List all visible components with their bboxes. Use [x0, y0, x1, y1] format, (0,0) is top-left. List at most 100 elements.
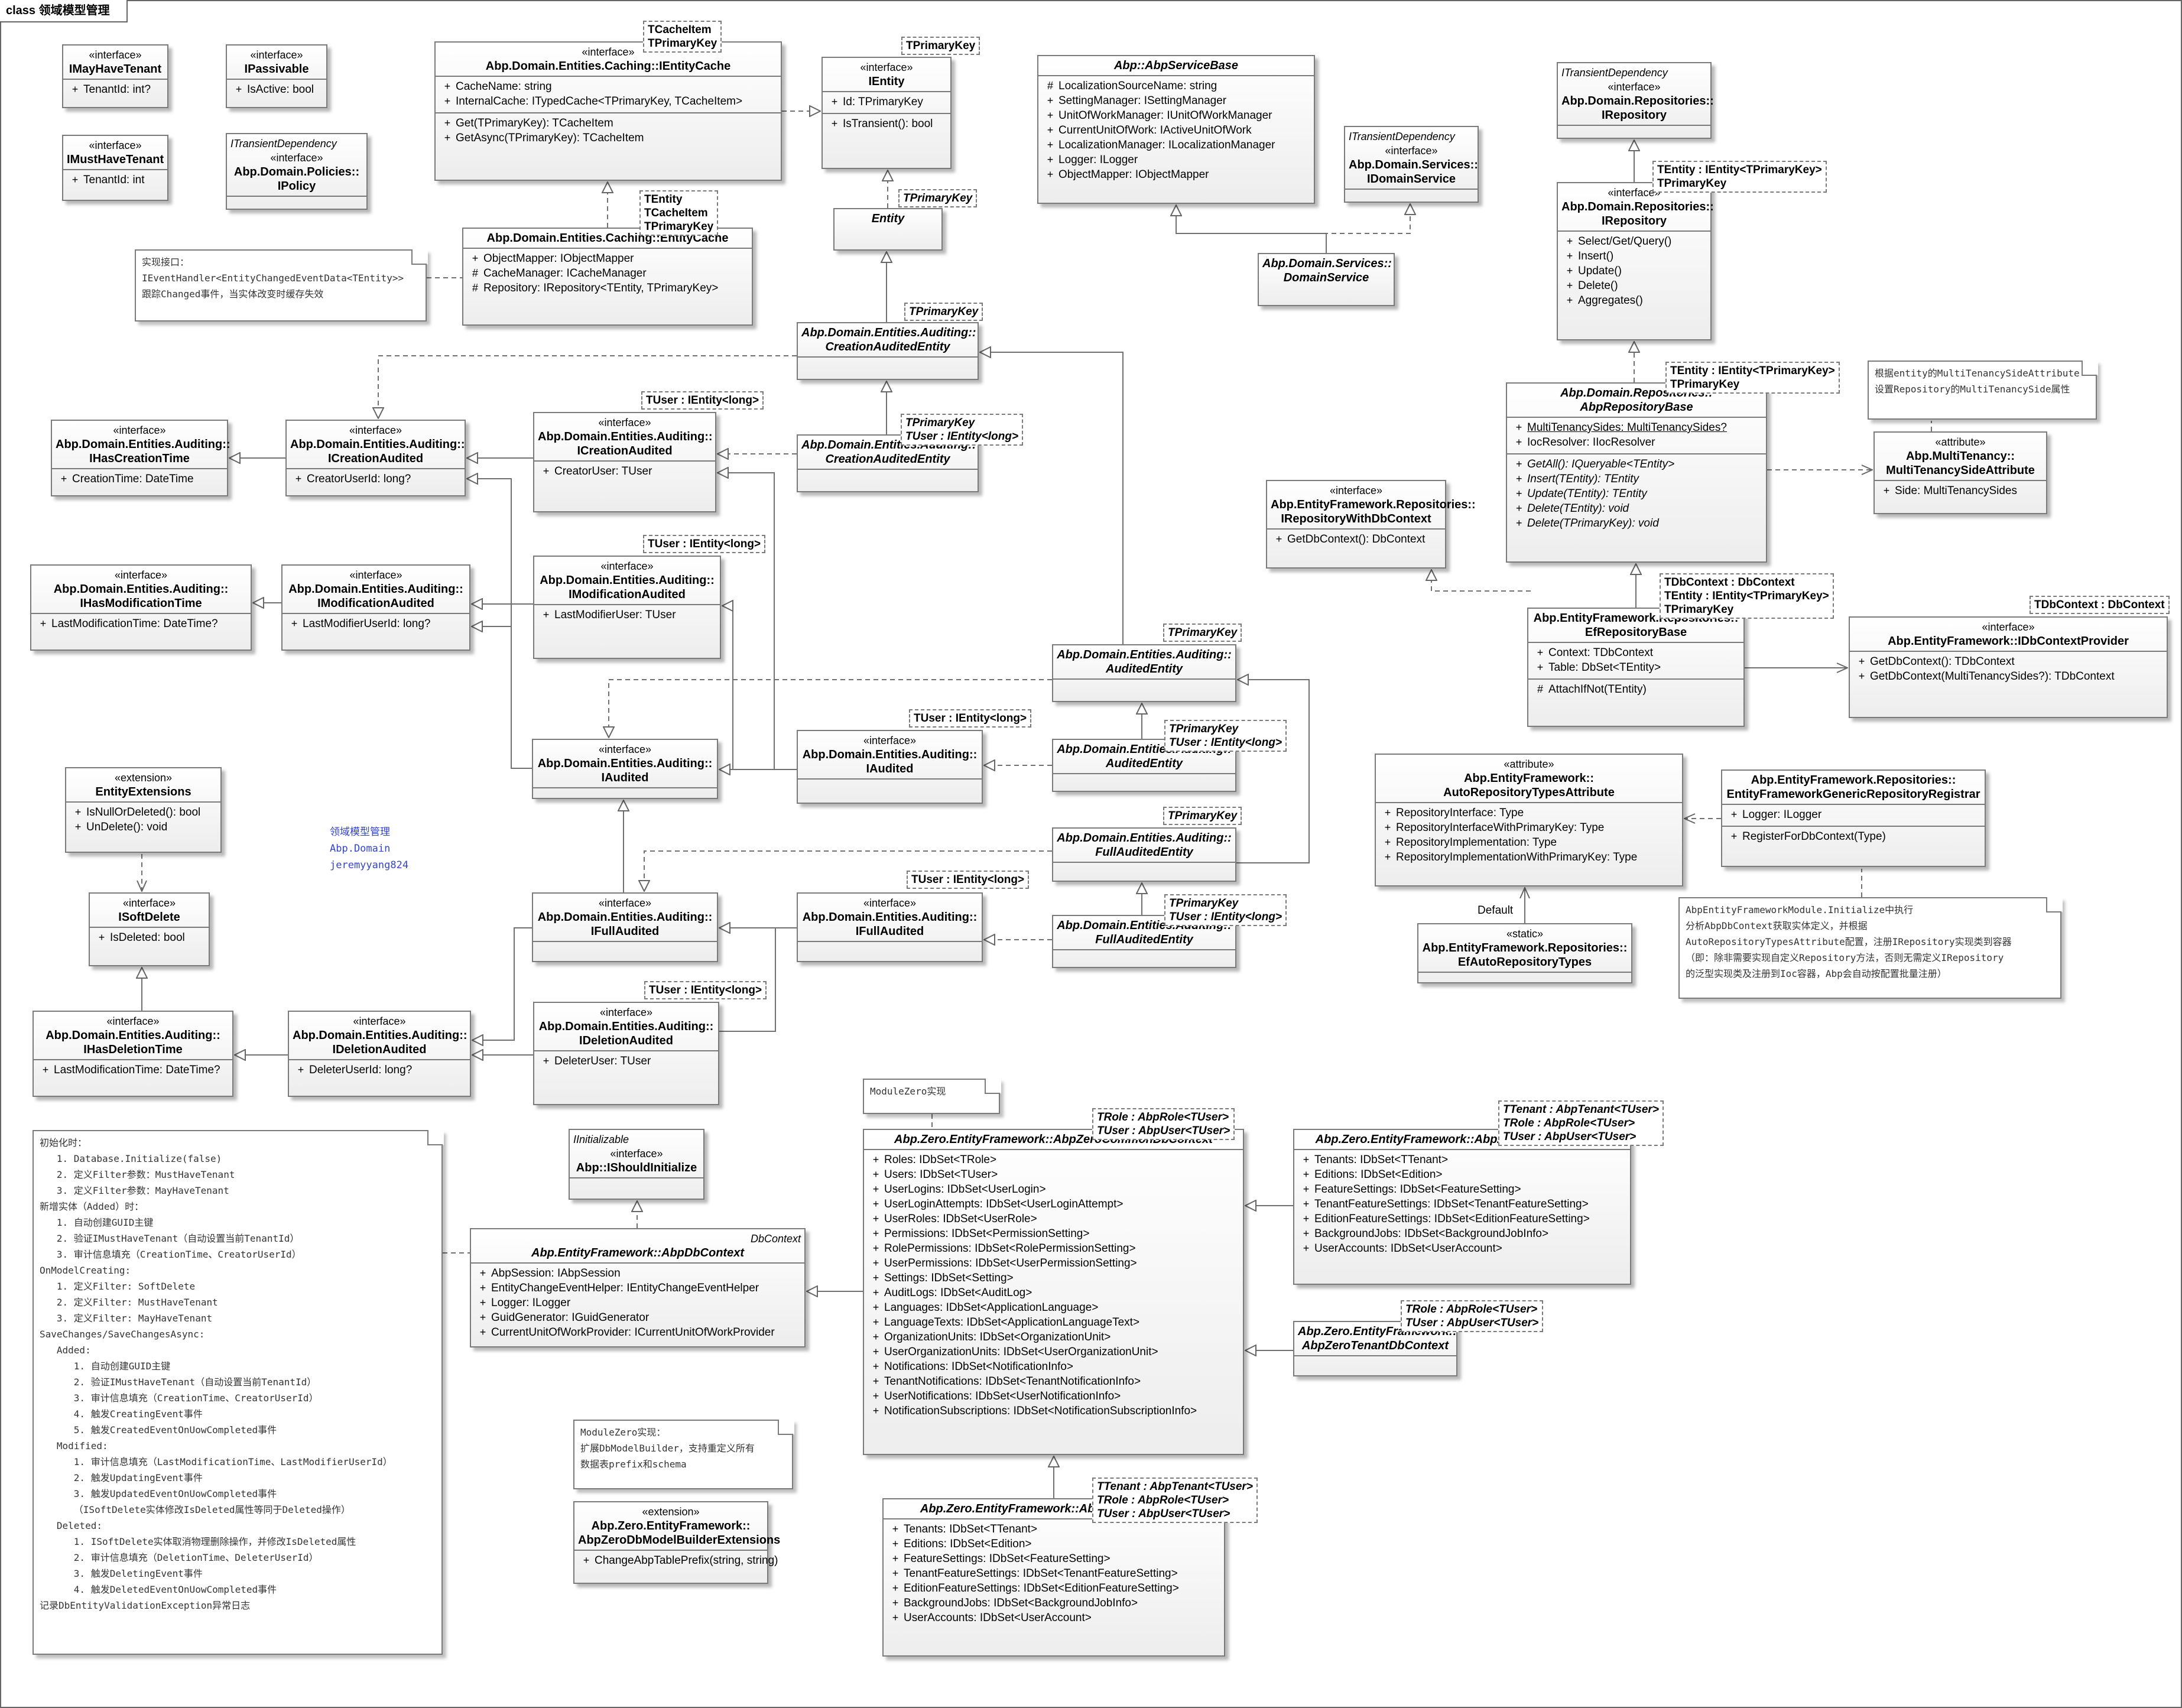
stereotype: «interface» — [610, 1148, 663, 1160]
class-ifullaudited2[interactable]: «interface»Abp.Domain.Entities.Auditing:… — [797, 892, 983, 962]
caption-line: Abp.Domain — [330, 843, 391, 855]
note-line: AbpEntityFrameworkModule.Initialize中执行 — [1686, 904, 1914, 915]
note-line: 数据表prefix和schema — [580, 1459, 687, 1470]
class-isoftdelete[interactable]: «interface»ISoftDelete+IsDeleted: bool — [89, 892, 210, 966]
class-fullauditedentity1[interactable]: Abp.Domain.Entities.Auditing::FullAudite… — [1052, 827, 1236, 882]
class-idbcontextprovider[interactable]: «interface»Abp.EntityFramework::IDbConte… — [1849, 616, 2168, 718]
member-text: GetAsync(TPrimaryKey): TCacheItem — [456, 132, 644, 144]
note-line: 3. 触发DeletingEvent事件 — [40, 1568, 203, 1579]
visibility-marker: + — [42, 1064, 49, 1076]
class-member: +Notifications: IDbSet<NotificationInfo> — [868, 1359, 1239, 1374]
visibility-marker: + — [872, 1405, 879, 1417]
note-line: 1. 定义Filter: SoftDelete — [40, 1281, 196, 1292]
template-parameter: TPrimaryKey — [1169, 897, 1239, 910]
class-header: «interface»IMayHaveTenant — [63, 46, 167, 79]
class-header: «interface»Abp.Domain.Entities.Auditing:… — [283, 566, 469, 613]
member-text: EntityChangeEventHelper: IEntityChangeEv… — [491, 1282, 759, 1294]
template-parameter: TEntity : IEntity<TPrimaryKey> — [1657, 164, 1822, 176]
member-section: +LastModifierUserId: long? — [283, 613, 469, 635]
class-icreationaudited1[interactable]: «interface»Abp.Domain.Entities.Auditing:… — [285, 420, 466, 496]
class-efrepositorybase[interactable]: Abp.EntityFramework.Repositories::EfRepo… — [1527, 608, 1745, 727]
class-abpzerocommon[interactable]: Abp.Zero.EntityFramework::AbpZeroCommonD… — [863, 1129, 1244, 1455]
template-parameter: TPrimaryKey — [906, 40, 976, 52]
class-entitycache[interactable]: Abp.Domain.Entities.Caching::EntityCache… — [462, 228, 753, 326]
class-name: Abp.Domain.Entities.Auditing:: — [1057, 648, 1232, 661]
class-multitenancyside[interactable]: «attribute»Abp.MultiTenancy::MultiTenanc… — [1873, 431, 2047, 514]
class-ientity[interactable]: «interface»IEntity+Id: TPrimaryKey+IsTra… — [822, 57, 952, 169]
member-text: UserNotifications: IDbSet<UserNotificati… — [884, 1390, 1121, 1402]
member-text: FeatureSettings: IDbSet<FeatureSetting> — [904, 1553, 1111, 1565]
class-auditedentity1[interactable]: Abp.Domain.Entities.Auditing::AuditedEnt… — [1052, 644, 1236, 702]
class-imayhavetenant[interactable]: «interface»IMayHaveTenant+TenantId: int? — [62, 44, 168, 108]
class-creationauditedentity1[interactable]: Abp.Domain.Entities.Auditing::CreationAu… — [797, 322, 979, 380]
class-ishouldinitialize[interactable]: IInitializable«interface»Abp::IShouldIni… — [569, 1129, 704, 1200]
class-irepository2[interactable]: «interface»Abp.Domain.Repositories::IRep… — [1557, 182, 1714, 340]
class-irepository1[interactable]: ITransientDependency«interface»Abp.Domai… — [1557, 62, 1714, 139]
class-autorepotypes[interactable]: «attribute»Abp.EntityFramework::AutoRepo… — [1375, 754, 1683, 887]
class-genericregistrar[interactable]: Abp.EntityFramework.Repositories::Entity… — [1721, 769, 1986, 867]
member-text: DeleterUserId: long? — [309, 1064, 413, 1076]
class-member: +Table: DbSet<TEntity> — [1532, 660, 1740, 675]
stereotype: «interface» — [599, 1006, 653, 1018]
class-abpzerohost[interactable]: Abp.Zero.EntityFramework::AbpZeroHostDbC… — [1293, 1129, 1631, 1285]
class-ihascreationtime[interactable]: «interface»Abp.Domain.Entities.Auditing:… — [51, 420, 230, 496]
visibility-marker: + — [1566, 250, 1573, 262]
class-header: «attribute»Abp.EntityFramework::AutoRepo… — [1376, 755, 1682, 802]
class-ideletionaudited2[interactable]: «interface» Abp.Domain.Entities.Auditing:… — [533, 1002, 719, 1105]
visibility-marker: + — [72, 83, 79, 95]
class-ientitycache[interactable]: «interface»Abp.Domain.Entities.Caching::… — [434, 41, 782, 181]
class-efautorepotypes[interactable]: «static»Abp.EntityFramework.Repositories… — [1417, 923, 1632, 983]
class-name: Abp.Domain.Services:: — [1349, 158, 1478, 171]
member-text: Permissions: IDbSet<PermissionSetting> — [884, 1228, 1090, 1240]
class-entity[interactable]: Entity — [833, 208, 943, 251]
class-name: AbpZeroDbModelBuilderExtensions — [578, 1534, 781, 1547]
class-member: +IsActive: bool — [230, 82, 323, 97]
class-imusthavetenant[interactable]: «interface»IMustHaveTenant+TenantId: int — [62, 135, 168, 201]
class-abpzerodbmodel[interactable]: «extension»Abp.Zero.EntityFramework::Abp… — [573, 1501, 781, 1584]
class-iaudited1[interactable]: «interface»Abp.Domain.Entities.Auditing:… — [532, 739, 718, 799]
class-domainservice[interactable]: Abp.Domain.Services::DomainService — [1258, 253, 1395, 306]
class-ideletionaudited1[interactable]: «interface»Abp.Domain.Entities.Auditing:… — [288, 1011, 471, 1097]
class-name: Abp.Domain.Entities.Auditing:: — [538, 1020, 714, 1033]
class-ihasdeletiontime[interactable]: «interface»Abp.Domain.Entities.Auditing:… — [33, 1011, 233, 1097]
class-icreationaudited2[interactable]: «interface»Abp.Domain.Entities.Auditing:… — [533, 412, 716, 512]
class-entityextensions[interactable]: «extension»EntityExtensions+IsNullOrDele… — [65, 767, 222, 853]
template-parameter: TPrimaryKey — [1168, 810, 1238, 822]
class-imodificationaudited2[interactable]: «interface»Abp.Domain.Entities.Auditing:… — [533, 556, 721, 659]
class-member: +RepositoryInterfaceWithPrimaryKey: Type — [1379, 820, 1678, 835]
class-ihasmodificationtime[interactable]: «interface»Abp.Domain.Entities.Auditing:… — [30, 564, 252, 651]
class-iaudited2[interactable]: «interface»Abp.Domain.Entities.Auditing:… — [797, 730, 983, 804]
visibility-marker: + — [1275, 533, 1282, 545]
class-abprepositorybase[interactable]: Abp.Domain.Repositories::AbpRepositoryBa… — [1506, 382, 1767, 563]
class-header: «interface»IMustHaveTenant — [63, 136, 167, 169]
class-ipolicy[interactable]: ITransientDependency«interface»Abp.Domai… — [226, 133, 368, 210]
class-ifullaudited1[interactable]: «interface»Abp.Domain.Entities.Auditing:… — [532, 892, 718, 962]
class-header: «attribute»Abp.MultiTenancy::MultiTenanc… — [1875, 433, 2046, 480]
member-section: +TenantId: int — [63, 169, 167, 191]
stereotype: «interface» — [89, 139, 142, 151]
class-name: AbpRepositoryBase — [1580, 401, 1693, 414]
class-irepowithdbcontext[interactable]: «interface»Abp.EntityFramework.Repositor… — [1266, 480, 1476, 569]
template-parameter: TUser : IEntity<long> — [911, 874, 1025, 886]
class-ipassivable[interactable]: «interface»IPassivable+IsActive: bool — [226, 44, 327, 108]
note-line: ModuleZero实现 — [870, 1086, 946, 1097]
visibility-marker: + — [831, 118, 838, 129]
class-abpservicebase[interactable]: Abp::AbpServiceBase#LocalizationSourceNa… — [1037, 55, 1315, 204]
class-member: +FeatureSettings: IDbSet<FeatureSetting> — [887, 1551, 1220, 1566]
visibility-marker: + — [291, 618, 298, 629]
member-text: Insert() — [1578, 250, 1614, 262]
member-text: AuditLogs: IDbSet<AuditLog> — [884, 1287, 1032, 1299]
class-name: IAudited — [601, 771, 649, 784]
member-text: Settings: IDbSet<Setting> — [884, 1272, 1014, 1284]
class-member: +FeatureSettings: IDbSet<FeatureSetting> — [1298, 1182, 1626, 1197]
class-abpzerotenant[interactable]: Abp.Zero.EntityFramework::AbpZeroTenantD… — [1293, 1321, 1457, 1376]
member-text: CreationTime: DateTime — [72, 473, 194, 485]
class-member: +UnDelete(): void — [70, 820, 217, 834]
class-abpzerodbcontext[interactable]: Abp.Zero.EntityFramework::AbpZeroDbConte… — [882, 1498, 1225, 1657]
class-name: Abp.EntityFramework:: — [1463, 772, 1595, 785]
member-section — [1294, 1355, 1456, 1362]
class-member: +Select/Get/Query() — [1561, 234, 1707, 249]
class-imodificationaudited1[interactable]: «interface»Abp.Domain.Entities.Auditing:… — [281, 564, 470, 651]
class-idomainservice[interactable]: ITransientDependency«interface»Abp.Domai… — [1344, 126, 1479, 203]
